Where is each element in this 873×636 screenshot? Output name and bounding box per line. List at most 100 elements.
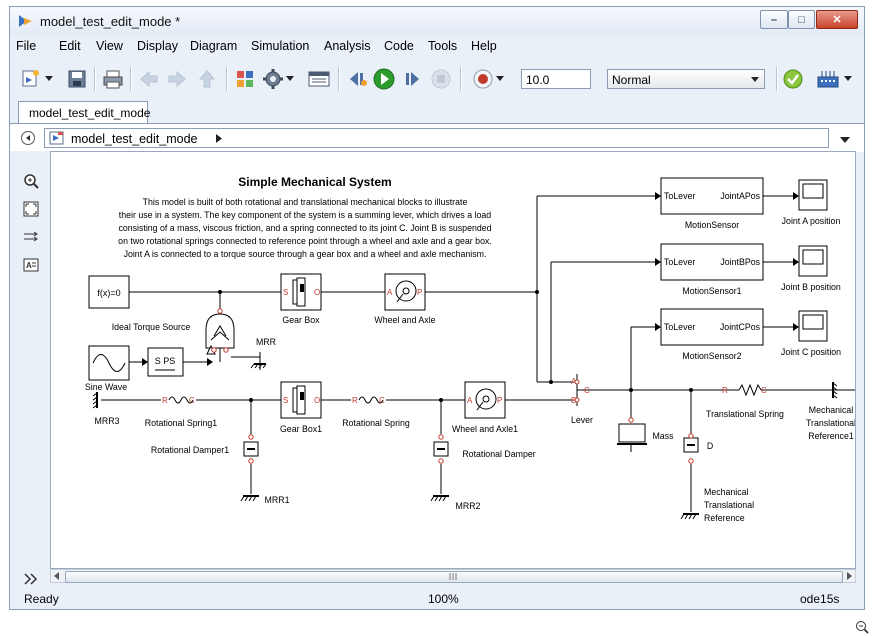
mech-translational-ref-block[interactable] <box>680 513 699 520</box>
tab-model[interactable]: model_test_edit_mode <box>18 101 150 124</box>
new-model-button[interactable] <box>18 67 44 91</box>
port-label: C <box>761 386 767 395</box>
build-button[interactable] <box>815 67 841 91</box>
mrr3-label: MRR3 <box>95 416 120 426</box>
gear-box-block[interactable] <box>280 273 322 311</box>
menu-simulation[interactable]: Simulation <box>251 39 310 53</box>
hide-explorer-button[interactable] <box>20 130 36 146</box>
simulation-mode-select[interactable]: Normal <box>607 69 765 89</box>
scope-a-block[interactable] <box>798 179 828 211</box>
menu-bar: File Edit View Display Diagram Simulatio… <box>10 35 864 57</box>
maximize-button[interactable]: □ <box>788 10 815 29</box>
scope-b-block[interactable] <box>798 245 828 277</box>
mrr3-block[interactable] <box>92 392 98 409</box>
close-button[interactable]: ✕ <box>816 10 858 29</box>
breadcrumb[interactable]: model_test_edit_mode <box>44 128 829 148</box>
mrr1-block[interactable] <box>240 495 259 502</box>
model-icon <box>49 131 64 145</box>
chevron-down-icon <box>496 76 504 81</box>
scroll-thumb[interactable] <box>65 571 843 583</box>
model-advisor-button[interactable] <box>780 67 806 91</box>
toolbar-separator <box>94 67 96 91</box>
sps-converter-block[interactable]: S PS <box>147 347 184 377</box>
mass-block[interactable] <box>617 423 647 445</box>
menu-code[interactable]: Code <box>384 39 414 53</box>
mrr2-block[interactable] <box>430 495 449 502</box>
mrr1-label: MRR1 <box>265 495 290 505</box>
port-label: P <box>497 396 502 405</box>
build-dropdown[interactable] <box>842 67 854 91</box>
motion-sensor-a-block[interactable]: ToLever JointAPos <box>660 177 764 215</box>
maximize-icon: □ <box>798 13 805 26</box>
zoom-button[interactable] <box>22 173 40 189</box>
menu-display[interactable]: Display <box>137 39 178 53</box>
torque-source-block[interactable] <box>205 313 235 349</box>
model-settings-button[interactable] <box>260 67 286 91</box>
scope-c-block[interactable] <box>798 310 828 342</box>
run-button[interactable] <box>371 67 397 91</box>
annotation-button[interactable]: A <box>22 257 40 273</box>
chevron-down-icon <box>751 77 759 82</box>
motion-sensor-c-block[interactable]: ToLever JointCPos <box>660 308 764 346</box>
forward-button[interactable] <box>164 67 190 91</box>
translational-damper-block[interactable] <box>683 437 699 453</box>
model-explorer-button[interactable] <box>306 67 332 91</box>
fx-label: f(x)=0 <box>97 288 120 298</box>
back-button[interactable] <box>136 67 162 91</box>
wheel-axle1-block[interactable] <box>464 381 506 419</box>
model-settings-dropdown[interactable] <box>284 67 296 91</box>
hide-arrows-button[interactable] <box>22 229 40 245</box>
simulation-mode-value: Normal <box>612 73 651 87</box>
stop-button[interactable] <box>428 67 454 91</box>
record-dropdown[interactable] <box>494 67 506 91</box>
menu-file[interactable]: File <box>16 39 37 53</box>
arrows-icon <box>24 231 38 242</box>
step-forward-button[interactable] <box>400 67 426 91</box>
zoom-out-icon[interactable] <box>855 620 869 634</box>
menu-view[interactable]: View <box>96 39 123 53</box>
step-back-button[interactable] <box>344 67 370 91</box>
rotational-spring1-block[interactable] <box>168 396 194 404</box>
minimize-button[interactable]: – <box>760 10 788 29</box>
sine-wave-block[interactable] <box>88 345 130 381</box>
print-button[interactable] <box>100 67 126 91</box>
description-line: This model is built of both rotational a… <box>143 197 468 207</box>
zoom-icon <box>24 174 39 189</box>
mech-ref1-label: Reference1 <box>808 431 854 441</box>
model-title: Simple Mechanical System <box>238 175 391 189</box>
translational-spring-block[interactable] <box>719 383 779 397</box>
gear-box1-block[interactable] <box>280 381 322 419</box>
rotational-damper1-label: Rotational Damper1 <box>151 445 229 455</box>
fit-to-view-button[interactable] <box>22 201 40 217</box>
port-label: O <box>314 396 320 405</box>
menu-diagram[interactable]: Diagram <box>190 39 238 53</box>
port-label: S <box>283 396 288 405</box>
menu-tools[interactable]: Tools <box>428 39 458 53</box>
chevron-down-icon <box>286 76 294 81</box>
mrr-block[interactable] <box>250 362 267 370</box>
model-canvas[interactable]: Simple Mechanical System This model is b… <box>50 151 856 569</box>
mech-translational-ref1-block[interactable] <box>832 382 838 399</box>
menu-edit[interactable]: Edit <box>59 39 81 53</box>
step-back-icon <box>350 72 367 86</box>
expand-palette-button[interactable] <box>22 571 40 587</box>
motion-sensor-b-block[interactable]: ToLever JointBPos <box>660 243 764 281</box>
rotational-spring-block[interactable] <box>358 396 384 404</box>
fx-block[interactable]: f(x)=0 <box>88 275 130 309</box>
record-button[interactable] <box>470 67 496 91</box>
chevron-right-icon <box>216 134 222 143</box>
save-button[interactable] <box>64 67 90 91</box>
scroll-right-icon <box>847 572 852 580</box>
port-label: C <box>584 386 590 395</box>
wheel-axle-block[interactable] <box>384 273 426 311</box>
breadcrumb-dropdown[interactable] <box>840 133 852 143</box>
horizontal-scrollbar[interactable] <box>50 569 856 583</box>
up-button[interactable] <box>194 67 220 91</box>
rotational-damper1-block[interactable] <box>243 441 259 457</box>
rotational-damper-block[interactable] <box>433 441 449 457</box>
new-model-dropdown[interactable] <box>42 67 56 91</box>
stop-time-input[interactable]: 10.0 <box>521 69 591 89</box>
menu-help[interactable]: Help <box>471 39 497 53</box>
menu-analysis[interactable]: Analysis <box>324 39 371 53</box>
library-browser-button[interactable] <box>232 67 258 91</box>
